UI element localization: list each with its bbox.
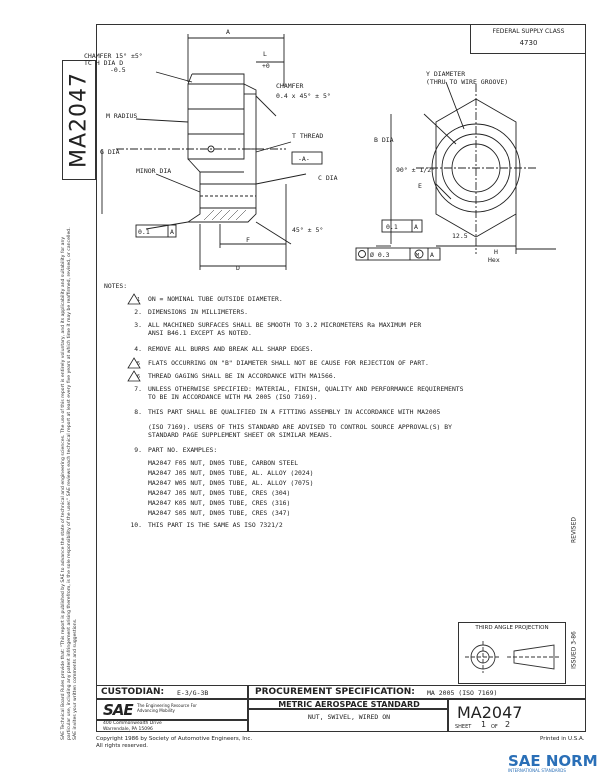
standard-title-cell: METRIC AEROSPACE STANDARD [248, 699, 448, 709]
note-number: 6 [136, 374, 140, 380]
note-text: UNLESS OTHERWISE SPECIFIED: MATERIAL, FI… [148, 385, 464, 401]
angle1-label: 45° ± 5° [292, 226, 323, 234]
doc-number-cell: MA2047 SHEET 1 OF 2 [448, 699, 586, 732]
dim-d-label: D [236, 264, 240, 272]
technical-drawing: A CHAMFER 15° ±5° TC H DIA D -0.5 L +0 C… [84, 28, 556, 272]
dim-h-label: H [494, 248, 498, 256]
frame1-value: 0.1 [138, 228, 150, 236]
dim-f-label: F [246, 236, 250, 244]
note-text: THIS PART IS THE SAME AS ISO 7321/2 [148, 521, 283, 529]
frame3-modifier: M [416, 253, 419, 259]
doc-number: MA2047 [457, 703, 523, 722]
note-number: 9. [134, 446, 142, 454]
sae-logo: SAE [103, 701, 134, 719]
angle2-label: 90° ± 1/2° [396, 166, 435, 174]
note-number: 4. [134, 345, 142, 353]
note-text: ALL MACHINED SURFACES SHALL BE SMOOTH TO… [148, 321, 422, 337]
third-angle-projection: THIRD ANGLE PROJECTION [458, 622, 566, 684]
note-text: DIMENSIONS IN MILLIMETERS. [148, 308, 249, 316]
notes-heading: NOTES: [104, 282, 128, 290]
part-example: MA2047 F05 NUT, DN05 TUBE, CARBON STEEL [148, 459, 299, 467]
part-example: MA2047 S05 NUT, DN05 TUBE, CRES (347) [148, 509, 291, 517]
b-dia-label: B DIA [374, 136, 394, 144]
triangle-flag-icon [127, 357, 141, 369]
hex-end-view [435, 98, 517, 238]
note-text: REMOVE ALL BURRS AND BREAK ALL SHARP EDG… [148, 345, 314, 353]
g-dia-label: G DIA [100, 148, 120, 156]
copyright: Copyright 1986 by Society of Automotive … [96, 736, 253, 742]
chamfer2-label: CHAMFER [276, 82, 303, 90]
revised-label: REVISED [570, 516, 578, 544]
watermark-sub: INTERNATIONAL STANDARDS [508, 768, 566, 773]
note-text: THREAD GAGING SHALL BE IN ACCORDANCE WIT… [148, 372, 337, 380]
note-text: FLATS OCCURRING ON "B" DIAMETER SHALL NO… [148, 359, 429, 367]
note-text: PART NO. EXAMPLES: [148, 446, 218, 454]
y-diameter-label: Y DIAMETER [426, 70, 465, 78]
dim-l-label: L [263, 50, 267, 58]
frame3-value: Ø 0.3 [370, 251, 390, 259]
frame2-ref: A [414, 223, 418, 231]
side-doc-number: MA2047 [66, 71, 92, 169]
minor-dia-label: MINOR DIA [136, 167, 171, 175]
part-example: MA2047 J05 NUT, DN05 TUBE, AL. ALLOY (20… [148, 469, 314, 477]
datum-a-label: -A- [298, 155, 310, 163]
custodian-cell: CUSTODIAN: E-3/G-3B [96, 685, 248, 699]
dim-l-tol: +0 [262, 62, 270, 70]
hex-label: Hex [488, 256, 500, 264]
note-number: 2. [134, 308, 142, 316]
note-text: ON = NOMINAL TUBE OUTSIDE DIAMETER. [148, 295, 283, 303]
side-doc-number-box [62, 60, 96, 180]
dim-e-label: E [418, 182, 422, 190]
watermark-logo: SAE NORM [508, 752, 598, 770]
printed-in: Printed in U.S.A. [540, 736, 585, 742]
dim-a-label: A [226, 28, 230, 36]
note-number: 1 [136, 297, 140, 303]
part-example: MA2047 W05 NUT, DN05 TUBE, AL. ALLOY (70… [148, 479, 314, 487]
nut-body-outline [187, 83, 245, 160]
address-cell: 400 Commonwealth Drive Warrendale, PA 15… [96, 720, 248, 732]
sae-logo-cell: SAE The Engineering Resource For Advanci… [96, 699, 248, 720]
triangle-flag-icon [127, 293, 141, 305]
part-title-cell: NUT, SWIVEL, WIRED ON [248, 709, 448, 732]
note-number: 8. [134, 408, 142, 416]
frame1-ref: A [170, 228, 174, 236]
chamfer2-value: 0.4 x 45° ± 5° [276, 92, 331, 100]
tcd-tol-label: -0.5 [110, 66, 126, 74]
note-number: 10. [130, 521, 142, 529]
note-number: 7. [134, 385, 142, 393]
note-text: THIS PART SHALL BE QUALIFIED IN A FITTIN… [148, 408, 452, 439]
triangle-flag-icon [127, 370, 141, 382]
frame3-ref: A [430, 251, 434, 259]
rights: All rights reserved. [96, 743, 149, 749]
issued-label: ISSUED 3-86 [570, 631, 578, 669]
dim-125-label: 12.5 [452, 232, 468, 240]
chamfer1-label: CHAMFER 15° ±5° [84, 52, 143, 60]
t-thread-label: T THREAD [292, 132, 323, 140]
note-number: 5 [136, 361, 140, 367]
part-example: MA2047 J05 NUT, DN05 TUBE, CRES (304) [148, 489, 291, 497]
m-radius-label: M RADIUS [106, 112, 137, 120]
legal-notice: SAE Technical Board Rules provide that: … [61, 227, 78, 740]
c-dia-label: C DIA [318, 174, 338, 182]
projection-symbol-icon [465, 641, 561, 673]
y-diameter-sub: (THRU TO WIRE GROOVE) [426, 78, 508, 86]
tcd-label: TC H DIA D [84, 59, 123, 67]
note-number: 3. [134, 321, 142, 329]
part-example: MA2047 K05 NUT, DN05 TUBE, CRES (316) [148, 499, 291, 507]
frame2-value: 0.1 [386, 223, 398, 231]
federal-supply-class: FEDERAL SUPPLY CLASS 4730 [470, 24, 586, 54]
procurement-cell: PROCUREMENT SPECIFICATION: MA 2005 (ISO … [248, 685, 586, 699]
